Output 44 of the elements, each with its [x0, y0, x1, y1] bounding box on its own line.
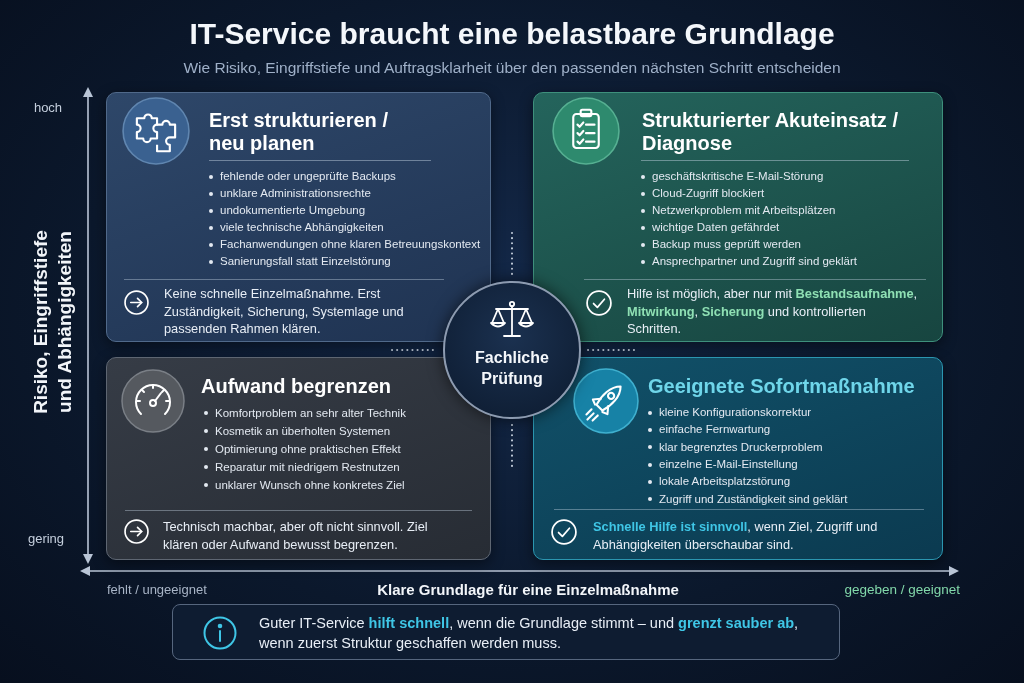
axis-label: gering: [27, 530, 65, 546]
bullet-item: Zugriff und Zuständigkeit sind geklärt: [659, 491, 848, 507]
bullet-item: Reparatur mit niedrigem Restnutzen: [215, 460, 400, 475]
info-panel: [172, 604, 840, 660]
page-title: IT-Service braucht eine belastbare Grundlage: [189, 17, 835, 51]
bullet-item: kleine Konfigurationskorrektur: [659, 405, 812, 420]
card-heading: Strukturierter Akuteinsatz / Diagnose: [642, 109, 899, 155]
bullet-item: geschäftskritische E-Mail-Störung: [652, 169, 824, 184]
card-note: Schnelle Hilfe ist sinnvoll, wenn Ziel, Zugriff und Abhängigkeiten überschaubar sind.: [593, 518, 879, 553]
axis-title: Klare Grundlage für eine Einzelmaßnahme: [377, 580, 679, 598]
card-heading: Geeignete Sofortmaßnahme: [648, 375, 915, 398]
bullet-item: viele technische Abhängigkeiten: [220, 220, 384, 235]
bullet-item: undokumentierte Umgebung: [220, 203, 366, 218]
bullet-item: einfache Fernwartung: [659, 422, 771, 438]
bullet-item: Optimierung ohne praktischen Effekt: [215, 442, 401, 457]
page-subtitle: Wie Risiko, Eingriffstiefe und Auftragsklarheit über den passenden nächsten Schritt entscheiden: [183, 59, 841, 77]
bullet-item: Fachanwendungen ohne klaren Betreuungskontext: [220, 237, 481, 252]
bullet-item: lokale Arbeitsplatzstörung: [659, 474, 791, 490]
bullet-item: Cloud-Zugriff blockiert: [652, 186, 765, 201]
axis-label: gegeben / geeignet: [844, 581, 960, 597]
bullet-item: Komfortproblem an sehr alter Technik: [215, 406, 406, 421]
bullet-item: unklare Administrationsrechte: [220, 186, 371, 201]
card-heading: Erst strukturieren / neu planen: [209, 109, 389, 155]
bullet-item: Ansprechpartner und Zugriff sind geklärt: [652, 254, 857, 269]
bullet-item: fehlende oder ungeprüfte Backups: [220, 169, 396, 184]
quadrant-card: [106, 92, 491, 342]
card-heading: Aufwand begrenzen: [201, 375, 391, 398]
bullet-item: Sanierungsfall statt Einzelstörung: [220, 254, 391, 269]
bullet-item: Backup muss geprüft werden: [652, 237, 801, 252]
card-note: Hilfe ist möglich, aber nur mit Bestandsaufnahme, Mitwirkung, Sicherung und kontrollierten Schritten.: [627, 285, 919, 338]
axis-label: fehlt / ungeeignet: [107, 581, 207, 597]
card-note: Technisch machbar, aber oft nicht sinnvoll. Ziel klären oder Aufwand bewusst begrenzen.: [163, 518, 429, 553]
bullet-item: Netzwerkproblem mit Arbeitsplätzen: [652, 203, 836, 218]
bullet-item: unklarer Wunsch ohne konkretes Ziel: [215, 478, 405, 493]
axis-title: Risiko, Eingriffstiefe und Abhängigkeiten: [29, 229, 76, 416]
bullet-item: wichtige Daten gefährdet: [652, 220, 780, 235]
info-text: Guter IT-Service hilft schnell, wenn die Grundlage stimmt – und grenzt sauber ab, wenn zuerst Struktur geschaffen werden muss.: [259, 614, 799, 653]
card-note: Keine schnelle Einzelmaßnahme. Erst Zuständigkeit, Sicherung, Systemlage und passenden Rahmen klären.: [164, 285, 405, 338]
quadrant-card: [533, 92, 943, 342]
bullet-item: Kosmetik an überholten Systemen: [215, 424, 391, 439]
bullet-item: klar begrenztes Druckerproblem: [659, 439, 823, 455]
axis-label: hoch: [33, 99, 63, 115]
bullet-item: einzelne E-Mail-Einstellung: [659, 456, 798, 472]
center-label: Fachliche Prüfung: [474, 348, 550, 389]
